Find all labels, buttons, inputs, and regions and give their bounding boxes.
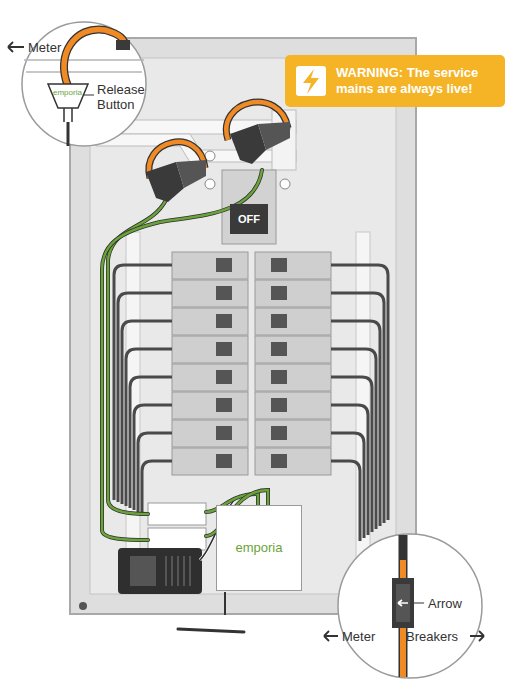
node-text: WARNING: The service mains are always li… <box>336 65 500 97</box>
panel-part <box>271 454 287 468</box>
panel-part <box>255 448 331 475</box>
panel-part <box>216 370 232 384</box>
ct-clamp <box>226 102 290 164</box>
panel-part <box>271 286 287 300</box>
panel-part <box>64 108 72 122</box>
panel-part <box>271 342 287 356</box>
screw <box>205 179 215 189</box>
node-text: emporia <box>236 540 283 556</box>
panel-part <box>172 420 248 447</box>
panel-screw <box>79 602 87 610</box>
panel-part <box>255 420 331 447</box>
panel-part <box>64 29 124 86</box>
warning-icon <box>285 55 505 107</box>
main-breaker-handle: OFF <box>230 204 268 234</box>
antenna <box>178 629 244 632</box>
panel-part <box>255 280 331 307</box>
panel-part <box>392 578 414 628</box>
panel-part <box>216 286 232 300</box>
panel-part <box>67 122 70 146</box>
ct-clamp <box>146 142 206 202</box>
panel-part <box>116 40 130 50</box>
branch-wires <box>114 265 388 541</box>
antenna-lead <box>224 592 226 615</box>
panel-part <box>130 377 172 508</box>
panel-part <box>255 392 331 419</box>
panel-part <box>172 336 248 363</box>
direction-label: Meter <box>28 40 61 55</box>
panel-part <box>216 258 232 272</box>
panel-part <box>331 461 360 541</box>
panel-part <box>331 405 368 535</box>
direction-arrow <box>470 631 484 641</box>
panel-part <box>271 370 287 384</box>
panel-part <box>24 60 144 72</box>
ct-leads <box>102 170 268 540</box>
panel-part <box>172 364 248 391</box>
panel-part <box>255 308 331 335</box>
panel-part <box>258 122 290 150</box>
panel-part <box>271 398 287 412</box>
ct-connector-label <box>148 528 206 550</box>
panel-part <box>216 342 232 356</box>
panel-part <box>271 314 287 328</box>
brand-mark: emporia <box>53 88 82 98</box>
panel-part <box>331 377 372 532</box>
panel-part <box>255 364 331 391</box>
direction-arrow <box>8 42 24 52</box>
panel-part <box>396 584 410 622</box>
panel-part <box>108 200 166 514</box>
panel-part <box>413 603 424 604</box>
panel-part <box>64 29 124 86</box>
panel-part <box>303 69 319 94</box>
panel-part <box>172 308 248 335</box>
power-adapter <box>118 548 202 594</box>
panel-part <box>172 448 248 475</box>
part-label: Arrow <box>428 596 462 611</box>
panel-part <box>216 426 232 440</box>
panel-part <box>48 84 88 108</box>
panel-part <box>172 392 248 419</box>
direction-arrow <box>324 631 338 641</box>
adapter-fins <box>166 556 190 586</box>
direction-label: Breakers <box>406 629 458 644</box>
breaker-rows <box>172 252 331 475</box>
panel-part <box>271 426 287 440</box>
node-text: OFF <box>238 212 260 226</box>
ct-connector-label <box>148 503 206 525</box>
panel-part <box>338 534 482 678</box>
panel-part <box>216 398 232 412</box>
panel-part <box>285 55 505 107</box>
panel-part <box>255 252 331 279</box>
panel-part <box>296 66 326 96</box>
panel-part <box>108 200 166 514</box>
direction-label: Meter <box>342 629 375 644</box>
panel-part <box>84 95 94 96</box>
panel-part <box>172 280 248 307</box>
part-label: Release Button <box>97 82 157 112</box>
warning-box: WARNING: The service mains are always li… <box>332 55 504 107</box>
monitor-box: emporia <box>216 505 302 591</box>
panel-part <box>134 405 172 510</box>
main-breaker <box>222 170 276 244</box>
panel-part <box>216 454 232 468</box>
zoom-inset <box>324 534 484 678</box>
panel-part <box>271 258 287 272</box>
direction-arrow <box>398 600 408 606</box>
panel-part <box>172 252 248 279</box>
screw <box>280 179 290 189</box>
panel-interior <box>90 58 396 594</box>
panel-part <box>255 336 331 363</box>
adapter-plug <box>130 556 156 586</box>
panel-part <box>176 160 206 188</box>
panel-part <box>216 314 232 328</box>
